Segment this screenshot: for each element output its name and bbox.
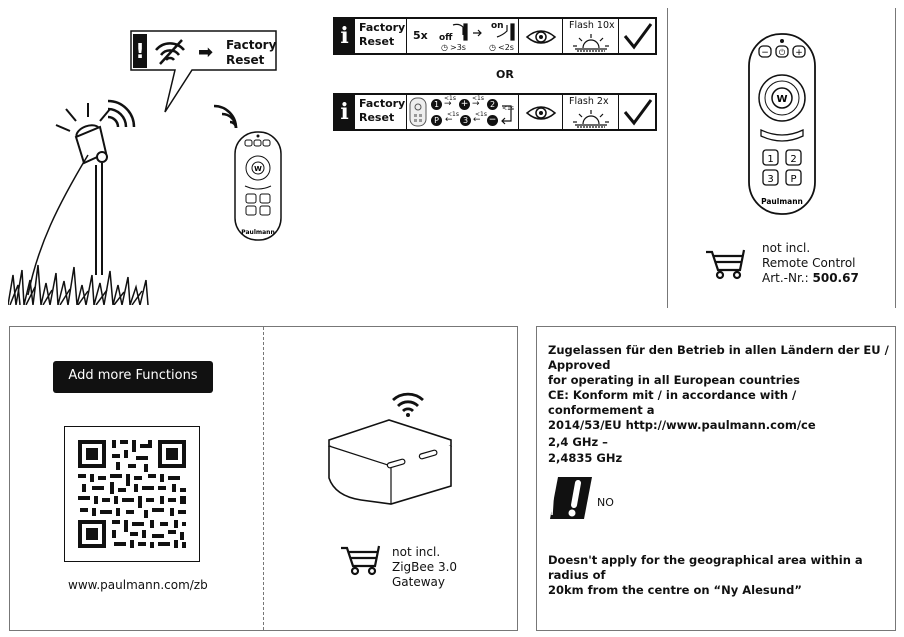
reset-sequence-1: 5x off on ◷ >3s ◷ <2s [407, 19, 519, 53]
flash-cell-1: Flash 10x [563, 19, 619, 53]
remote-btn-p: P [790, 174, 796, 185]
flash-cell-2: Flash 2x [563, 95, 619, 129]
panel-dashed-divider [263, 327, 264, 630]
art-label: Art.-Nr.: [762, 271, 809, 285]
or-label: OR [496, 68, 514, 81]
remote-note: not incl. Remote Control Art.-Nr.: 500.6… [762, 241, 859, 285]
callout-label: Factory Reset [226, 38, 277, 67]
check-cell-1 [619, 19, 655, 53]
remote-brand-small: Paulmann [241, 229, 274, 236]
svg-text:−: − [761, 48, 769, 58]
timing-1: <1s [444, 95, 456, 102]
step-minus: − [487, 115, 498, 126]
garden-spotlight-icon [8, 99, 149, 305]
remote-btn-1: 1 [767, 154, 773, 165]
functions-panel [9, 326, 518, 631]
legal-panel [536, 326, 896, 631]
flash-result-1: Flash 10x [569, 20, 615, 31]
factory-reset-box-2: i Factory Reset 1 <1s → + <1s → 2 <1s P … [333, 93, 657, 131]
reset-label-2: Factory Reset [355, 95, 407, 129]
remote-btn-3: 3 [767, 174, 773, 185]
svg-text:+: + [795, 48, 803, 58]
step-plus: + [459, 99, 470, 110]
on-time: <2s [498, 43, 514, 52]
info-icon: i [335, 95, 355, 129]
eye-cell-1 [519, 19, 563, 53]
timing-4: <1s [447, 111, 459, 118]
top-divider [667, 8, 668, 308]
arrow-icon: → [444, 99, 452, 109]
svg-text:⏻: ⏻ [779, 48, 786, 57]
legal-approval-text: Zugelassen für den Betrieb in allen Länd… [548, 343, 889, 432]
svg-text:W: W [776, 94, 787, 105]
timing-3: <1s [502, 105, 514, 112]
checkmark-icon [623, 99, 653, 126]
wifi-signal-icon [213, 104, 238, 129]
checkmark-icon [623, 23, 653, 50]
info-icon: i [335, 19, 355, 53]
eye-icon [525, 106, 557, 120]
arrow-icon: → [472, 99, 480, 109]
clock-icon-off: ◷ [441, 43, 448, 52]
shopping-cart-icon [706, 249, 746, 280]
step-1: 1 [431, 99, 442, 110]
off-label: off [439, 33, 453, 43]
warning-exclamation-icon [550, 477, 592, 519]
country-code: NO [597, 496, 614, 509]
remote-control-small-icon: W Paulmann [234, 131, 282, 241]
qr-code-icon[interactable] [64, 426, 200, 562]
check-cell-2 [619, 95, 655, 129]
switch-hand-icon [452, 23, 515, 41]
remote-btn-2: 2 [790, 154, 796, 165]
arrow-right-icon: ➡ [198, 42, 214, 63]
return-arrow-icon [501, 105, 512, 125]
eye-cell-2 [519, 95, 563, 129]
arrow-left-icon: ← [473, 115, 481, 125]
functions-url[interactable]: www.paulmann.com/zb [68, 578, 208, 592]
reset-label-1: Factory Reset [355, 19, 407, 53]
wifi-signal-icon [392, 392, 424, 417]
remote-brand-large: Paulmann [761, 197, 803, 206]
clock-icon-on: ◷ [489, 43, 496, 52]
top-right-border [895, 8, 896, 308]
factory-reset-box-1: i Factory Reset 5x off on ◷ >3s ◷ <2s F [333, 17, 657, 55]
frequency-text: 2,4 GHz – 2,4835 GHz [548, 435, 623, 465]
on-label: on [491, 21, 504, 31]
add-functions-button[interactable]: Add more Functions [53, 361, 213, 393]
flash-light-icon [573, 110, 609, 128]
shopping-cart-icon [341, 545, 381, 576]
gateway-note: not incl. ZigBee 3.0 Gateway [392, 545, 458, 589]
legal-note-text: Doesn't apply for the geographical area … [548, 553, 863, 597]
remote-mini-icon [409, 97, 427, 127]
flash-light-icon [573, 34, 609, 52]
callout-exclamation-icon: ! [133, 34, 147, 68]
top-left-illustration: ! ➡ Factory Reset W Paul [0, 0, 330, 310]
off-time: >3s [450, 43, 466, 52]
art-number: 500.67 [812, 271, 859, 285]
remote-control-large-icon: − ⏻ + W 1 2 3 P Paulmann [748, 33, 816, 215]
wifi-off-icon [155, 39, 185, 65]
step-p: P [431, 115, 442, 126]
flash-result-2: Flash 2x [569, 96, 609, 107]
timing-2: <1s [472, 95, 484, 102]
repeat-count: 5x [413, 29, 428, 42]
zigbee-gateway-icon [328, 419, 452, 505]
eye-icon [525, 30, 557, 44]
reset-sequence-2: 1 <1s → + <1s → 2 <1s P <1s ← 3 <1s ← − [407, 95, 519, 129]
timing-5: <1s [475, 111, 487, 118]
arrow-left-icon: ← [445, 115, 453, 125]
step-2: 2 [487, 99, 498, 110]
step-3: 3 [460, 115, 471, 126]
svg-text:W: W [254, 165, 262, 173]
